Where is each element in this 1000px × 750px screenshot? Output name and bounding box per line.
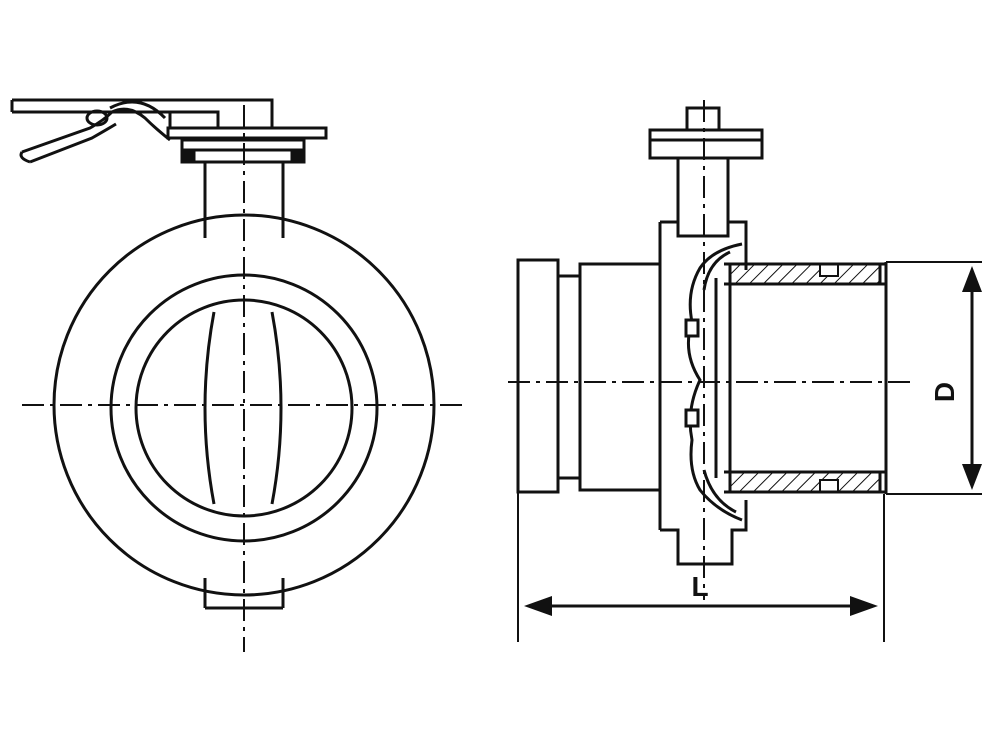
- pipe-bore: [714, 262, 888, 494]
- extension-lines: [517, 261, 982, 642]
- diameter-label: D: [929, 382, 960, 402]
- pipe-wall-bottom: [724, 470, 886, 494]
- stem-top: [648, 106, 764, 222]
- valve-neck: [203, 162, 285, 238]
- side-section-view: [508, 100, 982, 642]
- disc-profile: [684, 242, 743, 522]
- left-flange: [516, 258, 662, 494]
- front-center-lines: [22, 105, 462, 652]
- seat-ring: [134, 298, 354, 518]
- top-flange-plate: [166, 126, 328, 164]
- butterfly-disc: [203, 311, 283, 505]
- side-center-lines: [508, 100, 916, 600]
- pipe-wall-top: [724, 262, 886, 286]
- length-label: L: [691, 571, 708, 602]
- body-plate: [658, 220, 748, 566]
- front-view: [10, 98, 462, 652]
- dimension-l: L: [524, 571, 878, 616]
- dimension-d: D: [929, 266, 982, 490]
